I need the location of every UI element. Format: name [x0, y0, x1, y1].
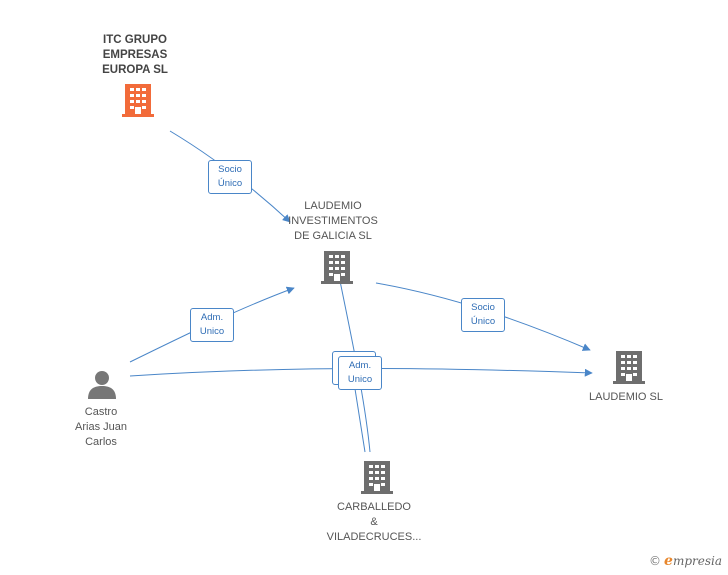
node-label-laudemio-sl[interactable]: LAUDEMIO SL [589, 391, 663, 403]
node-label-castro[interactable]: Castro Arias Juan Carlos [75, 406, 127, 448]
node-label-itc[interactable]: ITC GRUPO EMPRESAS EUROPA SL [102, 34, 168, 76]
person-icon [88, 371, 116, 399]
building-icon [361, 461, 393, 494]
building-icon [321, 251, 353, 284]
edge-label-adm-unico[interactable]: Adm. Unico [190, 308, 234, 342]
building-icon [122, 84, 154, 117]
edge-label-adm-unico[interactable]: Adm. Unico [338, 356, 382, 390]
copyright-icon: © [649, 554, 662, 568]
edge-label-socio-unico[interactable]: Socio Único [208, 160, 252, 194]
brand-name: mpresia [672, 554, 722, 568]
edge-label-socio-unico[interactable]: Socio Único [461, 298, 505, 332]
building-icon [613, 351, 645, 384]
node-label-carballedo[interactable]: CARBALLEDO & VILADECRUCES... [326, 501, 422, 543]
brand-initial: e [664, 553, 673, 569]
node-label-laudemio-investimentos[interactable]: LAUDEMIO INVESTIMENTOS DE GALICIA SL [288, 200, 378, 242]
brand-watermark[interactable]: ©empresia [649, 553, 722, 569]
